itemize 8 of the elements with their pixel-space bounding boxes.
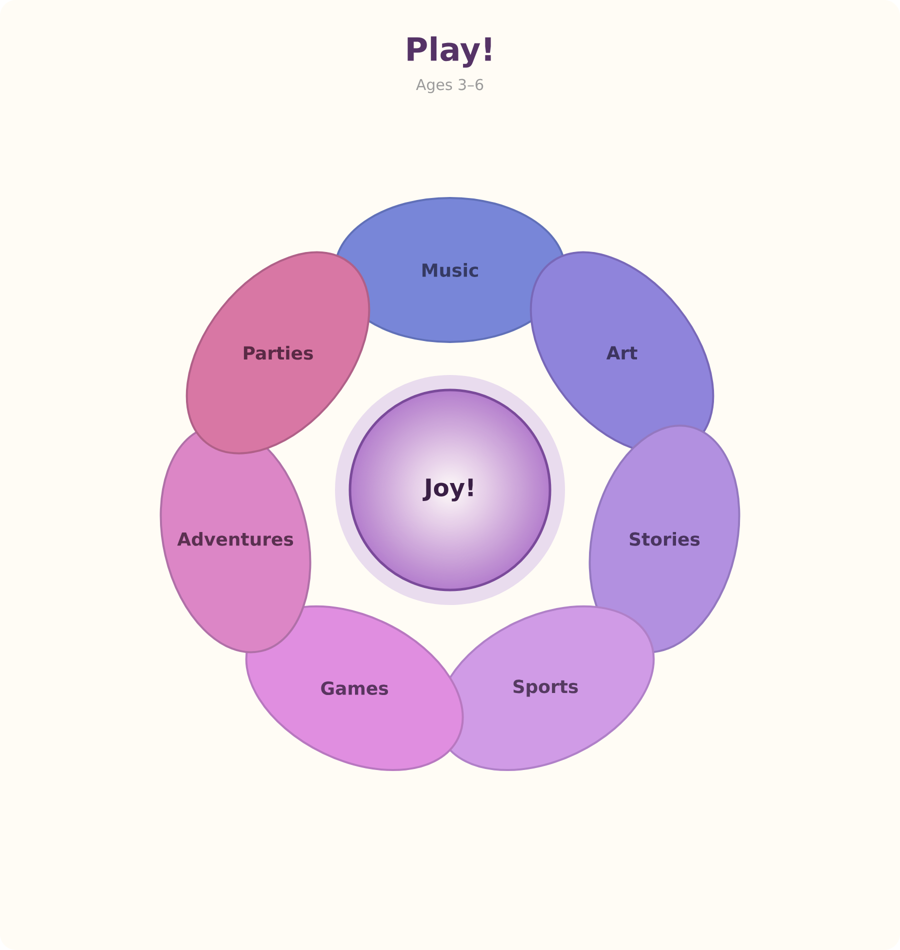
petal: Art (530, 252, 714, 454)
petal: Games (245, 605, 464, 772)
petal: Sports (436, 605, 655, 772)
petal: Adventures (160, 424, 312, 654)
petal: Stories (588, 424, 740, 654)
title: Play! (408, 36, 491, 68)
petal: Parties (186, 252, 370, 454)
subtitle: Ages 3–6 (416, 78, 484, 94)
